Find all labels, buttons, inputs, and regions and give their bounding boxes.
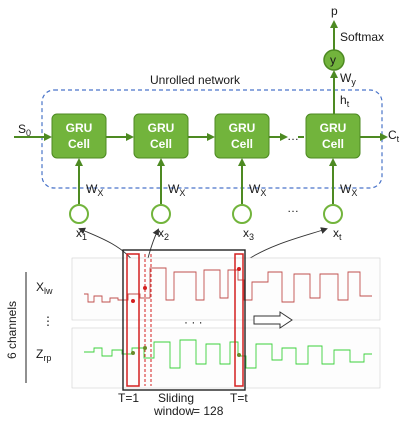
unrolled-network-title: Unrolled network: [150, 73, 241, 87]
channel-dots: ⋮: [42, 314, 54, 328]
svg-text:GRU: GRU: [229, 121, 256, 135]
svg-text:WX: WX: [168, 182, 185, 198]
signal-line-red: [84, 267, 372, 303]
sample-dot-green-1: [131, 351, 135, 355]
slide-direction-arrow: [253, 311, 293, 329]
svg-text:GRU: GRU: [148, 121, 175, 135]
input-column-3: WX x3: [232, 158, 266, 242]
sliding-label: Sliding: [158, 391, 194, 405]
gru-cell-1: GRU Cell: [51, 113, 107, 159]
sample-dot-red-2: [143, 286, 147, 290]
input-ellipsis: …: [287, 201, 299, 215]
wy-label: Wy: [340, 71, 356, 87]
ht-label: ht: [340, 93, 350, 109]
channels-label: 6 channels: [5, 301, 19, 359]
gru-cell-4: GRU Cell: [305, 113, 361, 159]
sliding-window-box: [122, 249, 246, 391]
input-column-4: WX xt: [323, 158, 357, 242]
svg-text:x1: x1: [76, 226, 87, 242]
output-p: p: [331, 4, 338, 18]
tt-label: T=t: [230, 391, 248, 405]
svg-text:Cell: Cell: [68, 137, 90, 151]
gru-cell-2: GRU Cell: [133, 113, 189, 159]
window-t1-marker: [126, 253, 140, 387]
ct-label: Ct: [388, 128, 400, 144]
svg-text:GRU: GRU: [320, 121, 347, 135]
signal-plot-bottom: [71, 327, 381, 389]
softmax-label: Softmax: [340, 30, 384, 44]
gru-cell-3: GRU Cell: [214, 113, 270, 159]
input-node-1: [69, 204, 89, 224]
svg-text:xt: xt: [333, 226, 342, 242]
cell-ellipsis: …: [287, 129, 299, 143]
svg-text:WX: WX: [249, 182, 266, 198]
input-node-3: [232, 204, 252, 224]
input-column-2: WX x2: [151, 158, 185, 242]
signal-plot-top: [71, 257, 381, 321]
output-node-y-label: y: [330, 53, 336, 67]
s0-label: S0: [18, 122, 31, 138]
svg-text:GRU: GRU: [66, 121, 93, 135]
window-label: window: [153, 404, 194, 418]
input-column-1: WX x1: [69, 158, 103, 242]
connector-to-xt: [243, 227, 328, 263]
svg-text:WX: WX: [86, 182, 103, 198]
channel-top-label: Xlw: [36, 280, 53, 296]
svg-text:WX: WX: [340, 182, 357, 198]
sample-dot-green-3: [237, 353, 241, 357]
svg-text:x2: x2: [158, 226, 169, 242]
channel-bottom-label: Zrp: [36, 347, 51, 363]
sample-dot-red-3: [237, 267, 241, 271]
svg-text:Cell: Cell: [322, 137, 344, 151]
svg-text:Cell: Cell: [150, 137, 172, 151]
connector-to-x1: [78, 227, 135, 263]
input-node-2: [151, 204, 171, 224]
svg-text:x3: x3: [243, 226, 254, 242]
sample-dot-green-2: [143, 346, 147, 350]
plot-ellipsis: · · ·: [184, 315, 203, 329]
svg-text:Cell: Cell: [231, 137, 253, 151]
connector-to-x2: [146, 228, 159, 263]
window-tt-marker: [234, 253, 244, 387]
t1-label: T=1: [118, 391, 139, 405]
window-size-label: = 128: [193, 404, 224, 418]
input-node-4: [323, 204, 343, 224]
sample-dot-red-1: [131, 299, 135, 303]
